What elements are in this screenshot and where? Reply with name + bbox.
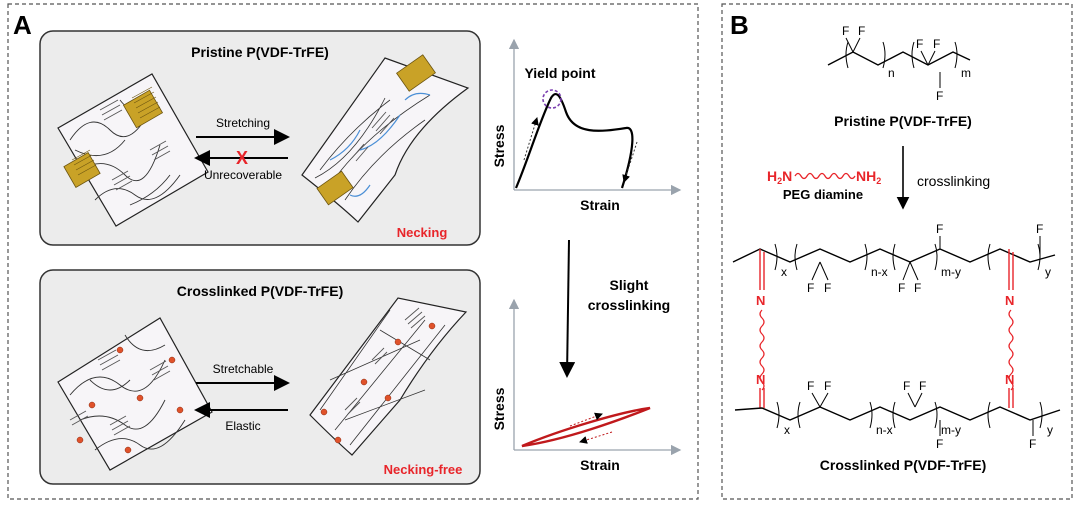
panel-a-border — [7, 3, 699, 500]
svg-text:m-y: m-y — [941, 423, 961, 437]
pristine-film-unstretched — [57, 73, 209, 227]
svg-text:x: x — [784, 423, 790, 437]
svg-text:n-x: n-x — [876, 423, 893, 437]
top-plot-curve — [514, 93, 634, 189]
cross-mark: X — [236, 148, 248, 168]
svg-text:F: F — [824, 379, 831, 393]
crosslinked-title: Crosslinked P(VDF-TrFE) — [177, 283, 343, 299]
elastic-label: Elastic — [225, 419, 260, 433]
top-plot-ylabel: Stress — [491, 124, 507, 167]
svg-text:F: F — [914, 281, 921, 295]
slight-label: Slight — [610, 277, 649, 293]
top-plot-xlabel: Strain — [580, 197, 620, 213]
svg-text:F: F — [936, 89, 943, 103]
svg-text:y: y — [1045, 265, 1051, 279]
bottom-plot-ylabel: Stress — [491, 387, 507, 430]
svg-text:F: F — [824, 281, 831, 295]
svg-text:N: N — [756, 293, 765, 308]
stretching-label: Stretching — [216, 116, 270, 130]
crosslinked-film-stretched — [309, 297, 468, 456]
svg-text:n: n — [888, 66, 895, 80]
pristine-film-necked — [301, 54, 470, 223]
bottom-stress-strain-plot: Stress Strain — [491, 298, 682, 473]
svg-text:F: F — [919, 379, 926, 393]
svg-text:F: F — [807, 281, 814, 295]
necking-label: Necking — [397, 225, 448, 240]
top-stress-strain-plot: Stress Strain Yield point — [491, 38, 682, 213]
bottom-plot-loop — [521, 406, 651, 448]
crosslinked-box: Crosslinked P(VDF-TrFE) Stretchable Elas… — [39, 269, 481, 485]
svg-text:m-y: m-y — [941, 265, 961, 279]
svg-text:F: F — [916, 37, 923, 51]
crosslinked-structure-name: Crosslinked P(VDF-TrFE) — [820, 457, 986, 473]
svg-text:H2N: H2N — [767, 168, 792, 186]
panel-a-letter: A — [13, 10, 32, 40]
pristine-box: Pristine P(VDF-TrFE) Stretching X Unr — [39, 30, 481, 246]
yield-point-marker — [542, 89, 562, 109]
svg-text:F: F — [903, 379, 910, 393]
svg-text:F: F — [1036, 222, 1043, 236]
crosslinking-step-label: crosslinking — [917, 173, 990, 189]
panel-b-letter: B — [730, 10, 749, 40]
svg-text:N: N — [1005, 372, 1014, 387]
peg-diamine-reagent: H2N NH2 — [767, 168, 881, 186]
stretchable-label: Stretchable — [213, 362, 274, 376]
svg-text:x: x — [781, 265, 787, 279]
svg-text:F: F — [933, 37, 940, 51]
svg-text:F: F — [936, 437, 943, 451]
svg-text:m: m — [961, 66, 971, 80]
pristine-title: Pristine P(VDF-TrFE) — [191, 44, 329, 60]
unrecoverable-label: Unrecoverable — [204, 168, 282, 182]
svg-text:n-x: n-x — [871, 265, 888, 279]
yield-point-label: Yield point — [524, 65, 595, 81]
svg-text:F: F — [1029, 437, 1036, 451]
svg-text:y: y — [1047, 423, 1053, 437]
crosslinking-label-a: crosslinking — [588, 297, 670, 313]
panel-b-border — [721, 3, 1073, 500]
svg-text:F: F — [936, 222, 943, 236]
svg-text:N: N — [1005, 293, 1014, 308]
necking-free-label: Necking-free — [384, 462, 463, 477]
svg-text:F: F — [807, 379, 814, 393]
bottom-plot-xlabel: Strain — [580, 457, 620, 473]
svg-text:NH2: NH2 — [856, 168, 881, 186]
svg-text:F: F — [842, 24, 849, 38]
pristine-structure-name: Pristine P(VDF-TrFE) — [834, 113, 972, 129]
svg-text:F: F — [858, 24, 865, 38]
peg-diamine-name: PEG diamine — [783, 187, 863, 202]
crosslinking-transition-arrow — [559, 239, 576, 378]
svg-text:F: F — [898, 281, 905, 295]
svg-text:N: N — [756, 372, 765, 387]
crosslinked-film-unstretched — [57, 317, 213, 471]
